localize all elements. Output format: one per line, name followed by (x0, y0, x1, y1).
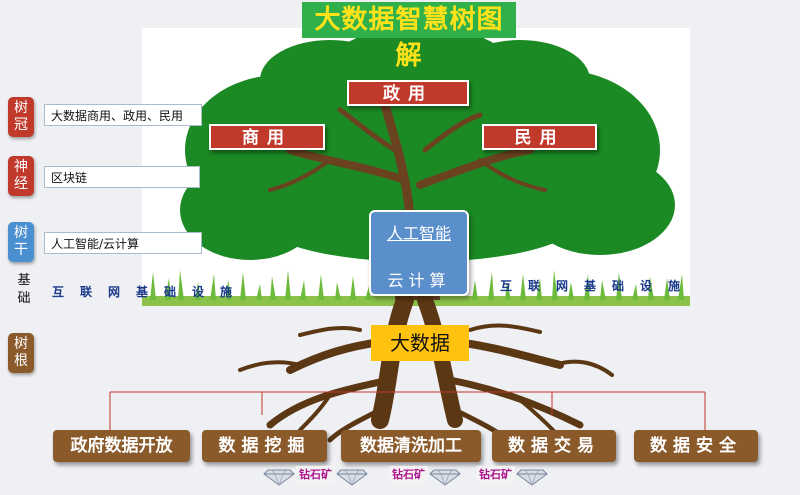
diamond-label: 钻石矿 (476, 466, 515, 484)
tag-root: 树根 (8, 333, 34, 373)
connector-lines (109, 391, 706, 430)
ground-strip (142, 296, 690, 306)
root-data-security: 数据安全 (634, 430, 758, 462)
diamond-mine-3: 钻石矿 (476, 463, 549, 487)
diamond-mine-1: 钻石矿 (262, 463, 369, 487)
cloud-label: 云计算 (387, 271, 451, 290)
diamond-label: 钻石矿 (296, 466, 335, 484)
tag-crown-label: 树冠 (14, 100, 28, 133)
page-title: 大数据智慧树图解 (302, 2, 516, 71)
diamond-icon (429, 469, 461, 486)
base-label: 基础 (17, 273, 31, 306)
diamond-label: 钻石矿 (389, 466, 428, 484)
root-gov-data-open: 政府数据开放 (53, 430, 190, 462)
diamond-icon (263, 469, 295, 486)
infra-text-left: 互联网基础设施 (52, 285, 249, 299)
root-data-trading: 数据交易 (492, 430, 616, 462)
ai-label: 人工智能 (386, 224, 451, 243)
tag-nerve-label: 神经 (14, 159, 28, 192)
label-gov-use: 政用 (347, 80, 469, 106)
tag-trunk-label: 树干 (14, 225, 28, 258)
grass (150, 270, 684, 300)
root-data-mining: 数据挖掘 (202, 430, 327, 462)
diamond-icon (336, 469, 368, 486)
big-data-box: 大数据 (371, 325, 469, 361)
roots (238, 291, 614, 445)
root-data-cleaning: 数据清洗加工 (341, 430, 481, 462)
label-civil-use: 民用 (482, 124, 597, 150)
tag-root-label: 树根 (14, 336, 28, 369)
tag-nerve: 神经 (8, 156, 34, 196)
tag-trunk: 树干 (8, 222, 34, 262)
nerve-description-box: 区块链 (44, 166, 200, 188)
crown-description-box: 大数据商用、政用、民用 (44, 104, 202, 126)
tag-crown: 树冠 (8, 97, 34, 137)
label-commercial-use: 商用 (209, 124, 325, 150)
diamond-icon (516, 469, 548, 486)
trunk-description-box: 人工智能/云计算 (44, 232, 202, 254)
ai-cloud-box: 人工智能 云计算 (369, 210, 469, 296)
branches (268, 100, 547, 220)
infra-text-right: 互联网基础设施 (500, 279, 697, 293)
diamond-mine-2: 钻石矿 (389, 463, 462, 487)
